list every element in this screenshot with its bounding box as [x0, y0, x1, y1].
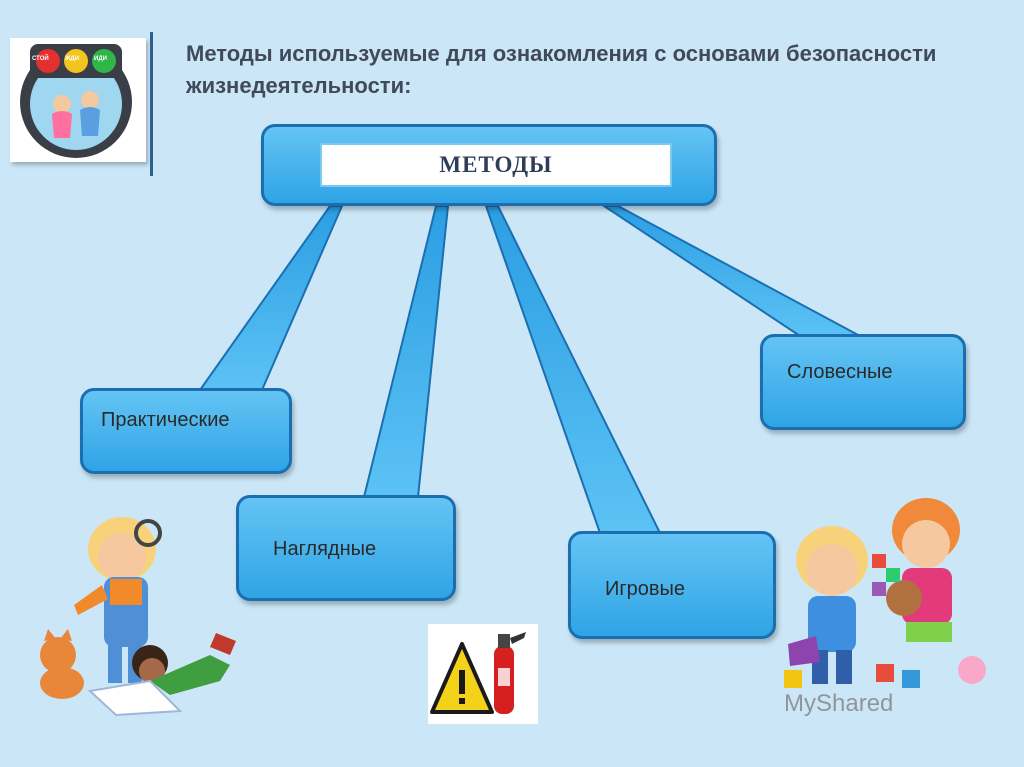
red-signal: [36, 49, 60, 73]
practical-label: Практические: [101, 409, 230, 431]
methods-root-label: МЕТОДЫ: [320, 143, 672, 187]
page-title: Методы используемые для ознакомления с о…: [186, 41, 937, 98]
connector-verbal: [600, 205, 861, 337]
connector-visual: [362, 205, 450, 498]
child-magnifier-illustration: [30, 505, 245, 725]
game-box: Игровые: [568, 531, 776, 639]
practical-box: Практические: [80, 388, 292, 474]
warning-fire-extinguisher-icon: [428, 624, 538, 724]
signal-label-go: ИДИ: [94, 56, 107, 62]
children-toys-illustration: [776, 494, 994, 704]
methods-root-box: МЕТОДЫ: [261, 124, 717, 206]
visual-label: Наглядные: [273, 538, 377, 560]
game-label: Игровые: [605, 578, 686, 600]
title-divider: [150, 32, 153, 176]
connector-practical: [198, 205, 344, 391]
verbal-box: Словесные: [760, 334, 966, 430]
visual-box: Наглядные: [236, 495, 456, 601]
connector-game: [484, 205, 662, 534]
watermark: MyShared: [784, 690, 894, 717]
green-signal: [92, 49, 116, 73]
yellow-signal: [64, 49, 88, 73]
traffic-light-logo: СТОЙ ЖДИ ИДИ: [10, 38, 146, 162]
verbal-label: Словесные: [787, 361, 893, 383]
signal-label-wait: ЖДИ: [65, 56, 80, 62]
signal-label-stop: СТОЙ: [32, 56, 49, 62]
